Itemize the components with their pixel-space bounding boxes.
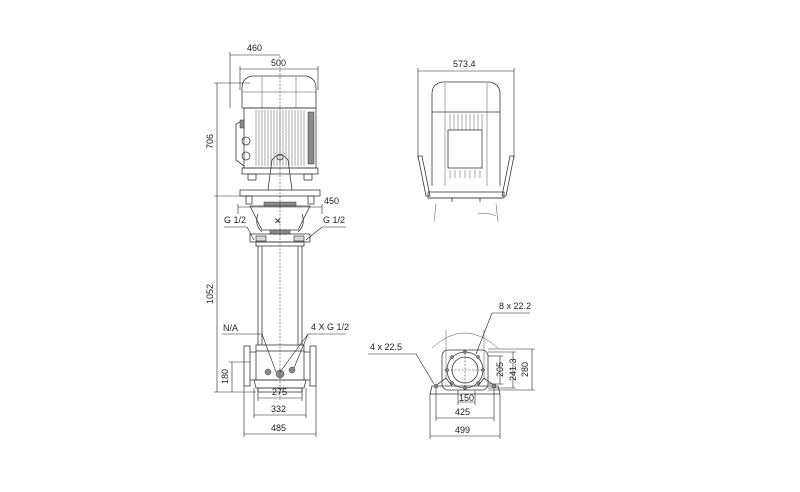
dim-label-180: 180 (220, 368, 230, 384)
dim-label-500: 500 (271, 58, 287, 68)
vent-right-label: G 1/2 (323, 215, 346, 225)
side-view (417, 81, 515, 223)
dim-label-205: 205 (495, 361, 505, 377)
brand-logo-mark: ✕ (274, 216, 282, 226)
dim-label-275: 275 (272, 387, 288, 397)
flange-holes-label: 8 x 22.2 (499, 301, 532, 311)
dim-label-706: 706 (205, 133, 215, 149)
dim-label-241-3: 241.3 (508, 358, 518, 381)
base-view (429, 330, 501, 395)
dim-label-1052: 1052 (205, 283, 215, 304)
dim-label-499: 499 (455, 425, 471, 435)
dim-label-460: 460 (247, 43, 263, 53)
dim-label-450: 450 (324, 196, 340, 206)
base-holes-label: 4 x 22.5 (370, 342, 403, 352)
base-view-dimensions (368, 312, 535, 439)
drain-ports-label: 4 X G 1/2 (311, 322, 350, 332)
dim-label-485: 485 (271, 423, 287, 433)
na-label: N/A (223, 323, 239, 333)
dim-label-150: 150 (459, 393, 475, 403)
vent-left-label: G 1/2 (224, 215, 247, 225)
front-view-dimensions (214, 52, 346, 437)
dim-label-425: 425 (455, 407, 471, 417)
dim-label-573-4: 573.4 (453, 59, 476, 69)
dim-label-332: 332 (271, 404, 287, 414)
dim-label-280: 280 (520, 361, 530, 377)
side-view-dimensions (417, 68, 515, 158)
front-view: ✕ (235, 56, 321, 400)
